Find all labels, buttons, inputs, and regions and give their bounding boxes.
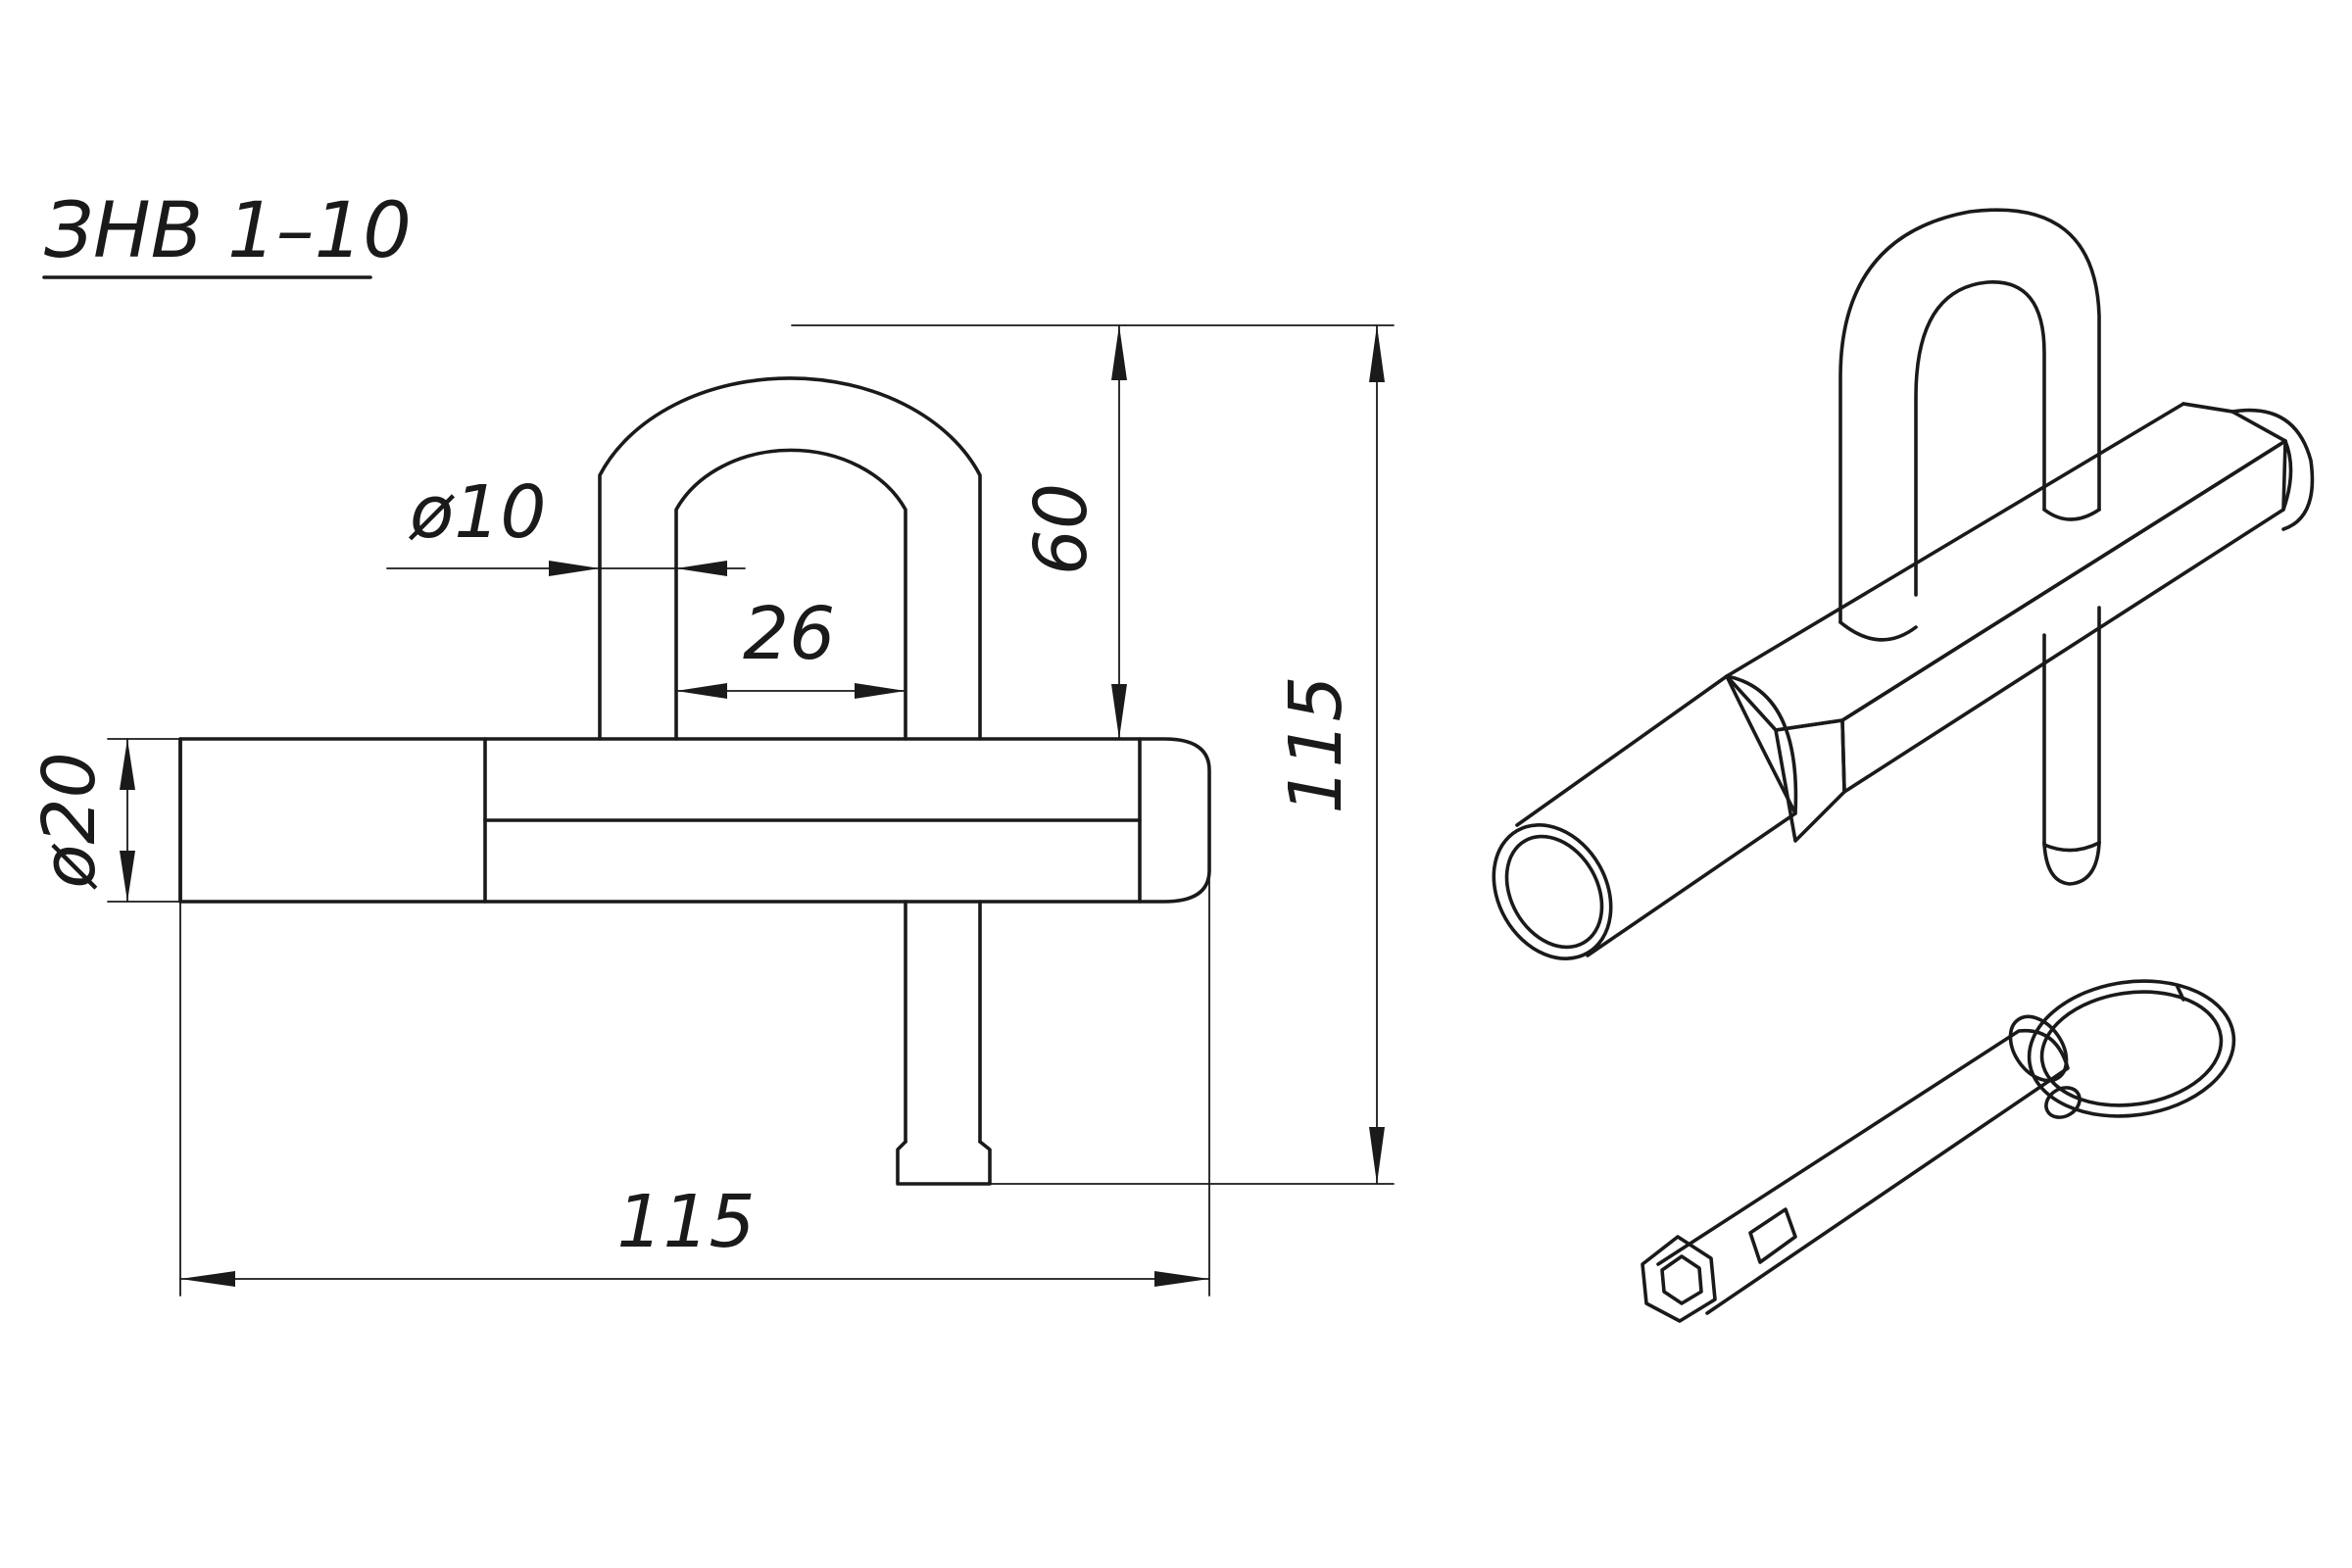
- lock-body: [178, 737, 1211, 904]
- isometric-lock: [1492, 208, 2315, 960]
- dim-overall-length: 115: [179, 869, 1210, 1297]
- dim-body-diameter-label: ø20: [27, 752, 112, 890]
- dim-rod-diameter: ø10: [386, 470, 746, 576]
- dim-shackle-height-label: 60: [1019, 483, 1103, 575]
- iso-hex-body: [1725, 402, 2287, 843]
- shackle-inner: [674, 448, 907, 741]
- drawing-title: ЗНВ 1–10: [42, 187, 412, 279]
- dim-inner-width-label: 26: [743, 592, 835, 676]
- dim-rod-diameter-label: ø10: [408, 470, 546, 555]
- front-view: [178, 376, 1211, 1186]
- key-ring-outer: [2027, 979, 2236, 1118]
- iso-end-cap: [2230, 408, 2315, 531]
- dim-overall-height: 115: [989, 324, 1395, 1185]
- title-text: ЗНВ 1–10: [44, 187, 412, 275]
- dim-body-diameter: ø20: [27, 738, 181, 903]
- dim-overall-height-label: 115: [1274, 675, 1358, 813]
- key-ring-inner: [2039, 990, 2224, 1107]
- dimension-lines: ø10 26 60 115: [27, 324, 1395, 1297]
- dim-shackle-height: 60: [791, 324, 1127, 740]
- shackle-outer: [598, 376, 982, 741]
- shackle-leg: [896, 900, 992, 1186]
- dim-inner-width: 26: [675, 592, 906, 699]
- isometric-key: [1641, 979, 2236, 1323]
- iso-cylinder: [1492, 674, 1798, 960]
- iso-shackle: [1838, 208, 2101, 886]
- key-shaft: [1641, 1014, 2082, 1323]
- dim-overall-length-label: 115: [616, 1180, 755, 1264]
